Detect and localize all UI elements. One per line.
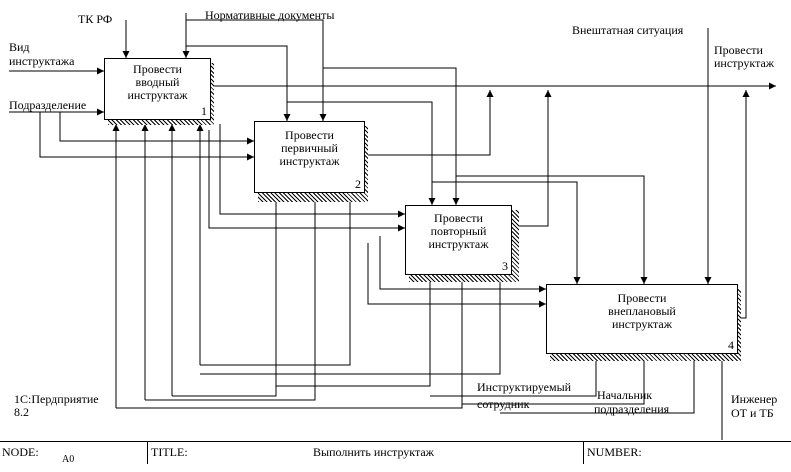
label-instruction-type-2: инструктажа: [9, 54, 75, 68]
arrow-17: [379, 236, 546, 293]
title-value: Выполнить инструктаж: [313, 445, 434, 459]
activity-box-1-line-3: инструктаж: [127, 88, 188, 102]
activity-box-1-line-1: Провести: [133, 62, 182, 76]
label-output-2: инструктаж: [714, 56, 775, 70]
label-engineer-2: ОТ и ТБ: [731, 406, 774, 420]
activity-box-2-line-2: первичный: [281, 141, 338, 155]
arrow-21: [738, 90, 750, 319]
activity-box-3-line-2: повторный: [430, 224, 487, 238]
activity-box-3-number: 3: [502, 259, 508, 273]
arrow-31: [276, 275, 434, 387]
label-employee-2: сотрудник: [477, 397, 530, 411]
arrow-7: [432, 181, 581, 284]
arrow-34: [500, 354, 698, 414]
arrow-8: [456, 175, 648, 284]
activity-box-2-line-1: Провести: [285, 128, 334, 142]
label-software-2: 8.2: [14, 405, 29, 419]
arrow-19: [365, 90, 494, 156]
activity-box-4-line-3: инструктаж: [611, 317, 673, 331]
arrow-15: [208, 130, 405, 232]
activity-box-2-number: 2: [355, 177, 361, 191]
label-normative-documents: Нормативные документы: [205, 8, 335, 22]
label-head-2: подразделения: [594, 402, 670, 416]
arrow-27: [145, 193, 319, 401]
arrow-28: [172, 193, 280, 397]
title-block: NODE: А0 TITLE: Выполнить инструктаж NUM…: [0, 441, 791, 465]
arrow-30: [200, 275, 504, 375]
number-label: NUMBER:: [587, 445, 642, 459]
title-block-divider: [147, 442, 148, 464]
arrow-33: [462, 354, 648, 405]
arrow-4: [186, 45, 291, 121]
arrow-16: [367, 243, 546, 308]
label-output-1: Провести: [714, 43, 763, 57]
activity-box-1-number: 1: [201, 104, 207, 118]
activity-box-2[interactable]: Провести первичный инструктаж 2: [254, 121, 365, 193]
arrow-26: [200, 193, 354, 366]
activity-box-1[interactable]: Провести вводный инструктаж 1: [104, 58, 211, 120]
activity-box-3-line-1: Провести: [434, 211, 483, 225]
arrow-14: [219, 124, 405, 218]
arrow-12: [59, 112, 254, 145]
activity-box-1-line-2: вводный: [135, 75, 180, 89]
label-software-1: 1С:Пердприятие: [14, 392, 99, 406]
label-department: Подразделение: [9, 98, 87, 112]
title-label: TITLE:: [151, 445, 188, 459]
label-instruction-type-1: Вид: [9, 40, 30, 54]
arrow-5: [323, 67, 460, 205]
activity-box-3-line-3: инструктаж: [428, 237, 489, 251]
arrow-6: [287, 101, 436, 205]
activity-box-2-line-3: инструктаж: [279, 154, 340, 168]
label-tk-rf: ТК РФ: [78, 12, 113, 26]
label-head-1: Начальник: [597, 388, 653, 402]
activity-box-4-number: 4: [728, 338, 734, 352]
label-emergency: Внештатная ситуация: [572, 23, 684, 37]
activity-box-4[interactable]: Провести внеплановый инструктаж 4: [546, 284, 738, 354]
activity-box-3[interactable]: Провести повторный инструктаж 3: [405, 205, 512, 275]
arrow-3: [186, 19, 327, 121]
label-engineer-1: Инженер: [731, 392, 778, 406]
arrow-13: [39, 112, 254, 161]
title-block-divider: [583, 442, 584, 464]
node-value: А0: [62, 454, 75, 465]
activity-box-4-line-1: Провести: [617, 291, 667, 305]
node-label: NODE:: [2, 445, 39, 459]
activity-box-4-line-2: внеплановый: [608, 304, 676, 318]
arrow-32: [430, 354, 600, 397]
label-employee-1: Инструктируемый: [477, 380, 572, 394]
arrow-20: [512, 90, 552, 227]
arrow-29: [116, 275, 466, 409]
arrow-layer: [9, 13, 776, 440]
